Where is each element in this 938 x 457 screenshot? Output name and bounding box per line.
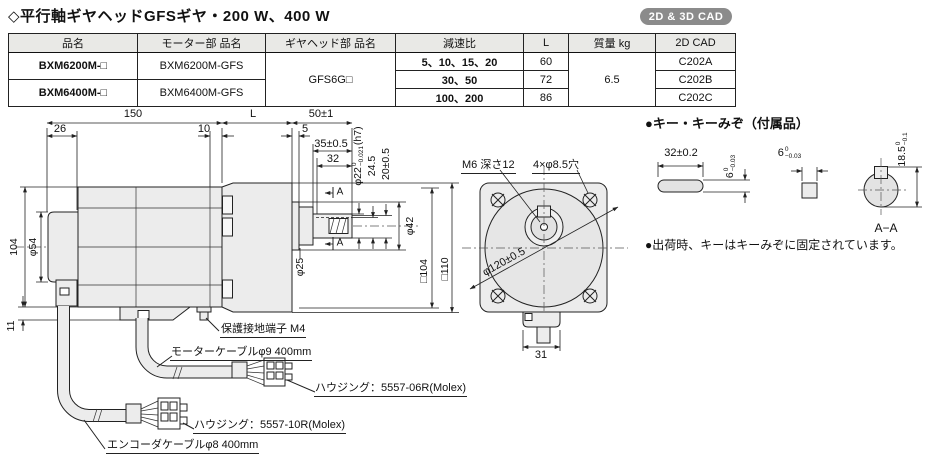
dim-32: 32 [326,153,340,165]
dim-150: 150 [123,108,143,120]
dim-20: 20±0.5 [380,147,392,181]
dim-phi25: φ25 [294,257,306,277]
motor-part-1: BXM6400M-GFS [137,79,266,107]
dim-5: 5 [301,123,309,135]
product-name-0: BXM6200M-□ [8,52,138,80]
dim-key-length: 32±0.2 [664,147,698,159]
cad-badge: 2D & 3D CAD [640,8,732,25]
col-header-cad: 2D CAD [655,33,736,53]
table-row: 100、200 86 C202C [9,88,736,107]
product-name-1: BXM6400M-□ [8,79,138,107]
table-row: 30、50 72 C202B [9,70,736,89]
page-title: ◇平行軸ギヤヘッドGFSギヤ・200 W、400 W [8,8,331,25]
section-aa-label: A−A [874,221,898,235]
label-ground-terminal: 保護接地端子 M4 [220,320,307,338]
section-a-mark-top: A [336,186,344,198]
section-a-mark-bottom: A [336,237,344,249]
table-row: BXM6400M-□ BXM6400M-GFS [8,79,736,107]
label-mount-holes: 4×φ8.5穴 [532,156,580,174]
dim-11: 11 [5,320,17,332]
label-m6-tap: M6 深さ12 [461,156,516,174]
dim-10: 10 [197,123,211,135]
label-motor-cable: モーターケーブルφ9 400mm [170,343,313,361]
label-housing-06r: ハウジング：5557-06R(Molex) [314,379,467,397]
dim-35: 35±0.5 [314,138,348,150]
dim-104: 104 [8,238,20,256]
dim-phi42: φ42 [404,216,416,236]
key-fixed-note: ●出荷時、キーはキーみぞに固定されています。 [645,238,903,252]
spec-table: 品名 モーター部 品名 ギヤヘッド部 品名 減速比 L 質量 kg 2D CAD… [8,33,736,107]
cad-2: C202C [655,88,736,107]
col-header-ratio: 減速比 [395,33,524,53]
L-2: 86 [523,88,569,107]
label-housing-10r: ハウジング：5557-10R(Molex) [193,416,346,434]
col-header-product: 品名 [8,33,138,53]
key-section-title: ●キー・キーみぞ（付属品） [645,116,809,131]
col-header-motor: モーター部 品名 [137,33,266,53]
dim-50: 50±1 [308,108,334,120]
dim-31: 31 [534,349,548,361]
mass-value: 6.5 [568,52,656,107]
dim-phi54: φ54 [27,237,39,257]
dim-24-5: 24.5 [366,155,378,177]
dim-26: 26 [53,123,67,135]
dim-sq110: □110 [439,257,451,281]
label-encoder-cable: エンコーダケーブルφ8 400mm [106,436,260,454]
gearhead-part: GFS6G□ [265,52,396,107]
col-header-L: L [523,33,569,53]
dim-sq104: □104 [418,259,430,283]
dim-L: L [249,108,257,120]
table-header-row: 品名 モーター部 品名 ギヤヘッド部 品名 減速比 L 質量 kg 2D CAD [8,33,736,53]
ratio-2: 100、200 [395,88,524,107]
